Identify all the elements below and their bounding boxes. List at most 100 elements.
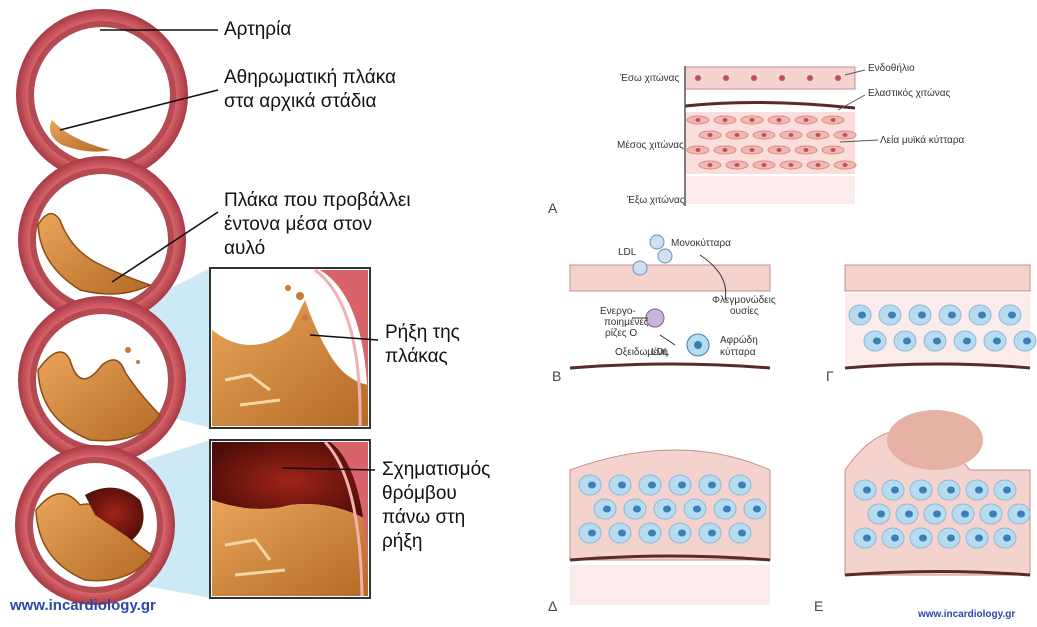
label-early-plaque-line1: Αθηρωματική πλάκα	[224, 67, 396, 89]
endothelial-nucleus	[695, 75, 701, 81]
label-artery: Αρτηρία	[224, 19, 291, 41]
foam-cell-nucleus	[947, 487, 955, 494]
foam-cell-nucleus	[989, 511, 997, 518]
credit-left: www.incardiology.gr	[10, 597, 156, 614]
foam-cell-nucleus	[993, 338, 1001, 345]
foam-cell-nucleus	[588, 530, 596, 537]
foam-cell-nucleus	[918, 312, 926, 319]
foam-cell-nucleus	[863, 487, 871, 494]
label-reactive-3: ρίζες Ο	[605, 328, 637, 339]
label-protruding-line1: Πλάκα που προβάλλει	[224, 190, 411, 212]
panel-d-letter: Δ	[548, 598, 557, 614]
panel-e-letter: Ε	[814, 598, 823, 614]
panel-g	[845, 265, 1036, 368]
label-thrombus-line4: ρήξη	[382, 531, 422, 553]
inset-thrombus	[210, 440, 370, 598]
foam-cell-nucleus	[1017, 511, 1025, 518]
endothelial-nucleus	[835, 75, 841, 81]
smooth-muscle-nucleus	[777, 148, 782, 152]
smooth-muscle-nucleus	[843, 163, 848, 167]
smooth-muscle-nucleus	[804, 118, 809, 122]
label-protruding-line3: αυλό	[224, 238, 265, 260]
smooth-muscle-nucleus	[696, 148, 701, 152]
artery-ring-thrombus	[15, 445, 175, 605]
smooth-muscle-nucleus	[777, 118, 782, 122]
label-inflammatory-1: Φλεγμονώδεις	[712, 295, 776, 306]
foam-cell-nucleus	[648, 482, 656, 489]
foam-cell-nucleus	[933, 338, 941, 345]
foam-cell-nucleus	[891, 487, 899, 494]
smooth-muscle-nucleus	[816, 163, 821, 167]
foam-cell-nucleus	[603, 506, 611, 513]
label-rupture-line2: πλάκας	[385, 346, 448, 368]
foam-cell-nucleus	[919, 535, 927, 542]
foam-cell-nucleus	[738, 482, 746, 489]
foam-cell-nucleus	[933, 511, 941, 518]
smooth-muscle-nucleus	[789, 133, 794, 137]
foam-cell-nucleus	[888, 312, 896, 319]
panel-e	[845, 410, 1030, 575]
smooth-muscle-nucleus	[843, 133, 848, 137]
foam-cell-nucleus	[1008, 312, 1016, 319]
smooth-muscle-nucleus	[708, 163, 713, 167]
smooth-muscle-nucleus	[762, 163, 767, 167]
smooth-muscle-nucleus	[816, 133, 821, 137]
label-adventitia: Έξω χιτώνας	[627, 195, 685, 206]
label-early-plaque-line2: στα αρχικά στάδια	[224, 91, 376, 113]
label-monocytes: Μονοκύτταρα	[671, 238, 731, 249]
panel-a-letter: A	[548, 200, 557, 216]
foam-cell-nucleus	[1003, 535, 1011, 542]
panel-g-letter: Γ	[826, 368, 834, 384]
foam-cell-nucleus	[633, 506, 641, 513]
label-foam-1: Αφρώδη	[720, 335, 758, 346]
foam-cell-nucleus	[891, 535, 899, 542]
panel-d	[570, 450, 770, 605]
foam-cell-nucleus	[738, 530, 746, 537]
label-inflammatory-2: ουσίες	[730, 306, 759, 317]
foam-cell-nucleus	[947, 535, 955, 542]
inset-rupture	[210, 268, 370, 428]
label-reactive-2: ποιημένες	[604, 317, 649, 328]
foam-cell-nucleus	[648, 530, 656, 537]
foam-cell-nucleus	[678, 482, 686, 489]
artery-ring-normal	[16, 9, 188, 181]
foam-cell-nucleus	[693, 506, 701, 513]
foam-cell-nucleus	[975, 487, 983, 494]
foam-cell-nucleus	[863, 535, 871, 542]
label-oxidized-ldl: LDL	[651, 347, 669, 358]
foam-cell-nucleus	[905, 511, 913, 518]
smooth-muscle-nucleus	[804, 148, 809, 152]
smooth-muscle-nucleus	[735, 133, 740, 137]
label-reactive-1: Ενεργο-	[600, 306, 636, 317]
endothelial-nucleus	[723, 75, 729, 81]
label-ldl: LDL	[618, 247, 636, 258]
label-thrombus-line1: Σχηματισμός	[382, 459, 490, 481]
label-media: Μέσος χιτώνας	[617, 140, 684, 151]
foam-cell-nucleus	[618, 530, 626, 537]
foam-cell-nucleus	[903, 338, 911, 345]
label-intima: Έσω χιτώνας	[620, 73, 679, 84]
label-elastic: Ελαστικός χιτώνας	[868, 88, 950, 99]
foam-cell-nucleus	[678, 530, 686, 537]
foam-cell-nucleus	[618, 482, 626, 489]
foam-cell-nucleus	[877, 511, 885, 518]
smooth-muscle-nucleus	[723, 118, 728, 122]
foam-cell-nucleus	[978, 312, 986, 319]
foam-cell-nucleus	[753, 506, 761, 513]
foam-cell-nucleus	[1003, 487, 1011, 494]
label-smooth-muscle: Λεία μυϊκά κύτταρα	[880, 135, 964, 146]
smooth-muscle-nucleus	[750, 148, 755, 152]
smooth-muscle-nucleus	[831, 118, 836, 122]
label-protruding-line2: έντονα μέσα στον	[224, 214, 372, 236]
foam-cell-nucleus	[961, 511, 969, 518]
smooth-muscle-nucleus	[735, 163, 740, 167]
endothelial-nucleus	[779, 75, 785, 81]
foam-cell-nucleus	[708, 482, 716, 489]
panel-a	[685, 66, 878, 206]
foam-cell-nucleus	[1023, 338, 1031, 345]
label-thrombus-line2: θρόμβου	[382, 483, 457, 505]
artery-ring-rupture	[18, 296, 186, 464]
foam-cell-nucleus	[708, 530, 716, 537]
panel-b-letter: Β	[552, 368, 561, 384]
smooth-muscle-nucleus	[696, 118, 701, 122]
